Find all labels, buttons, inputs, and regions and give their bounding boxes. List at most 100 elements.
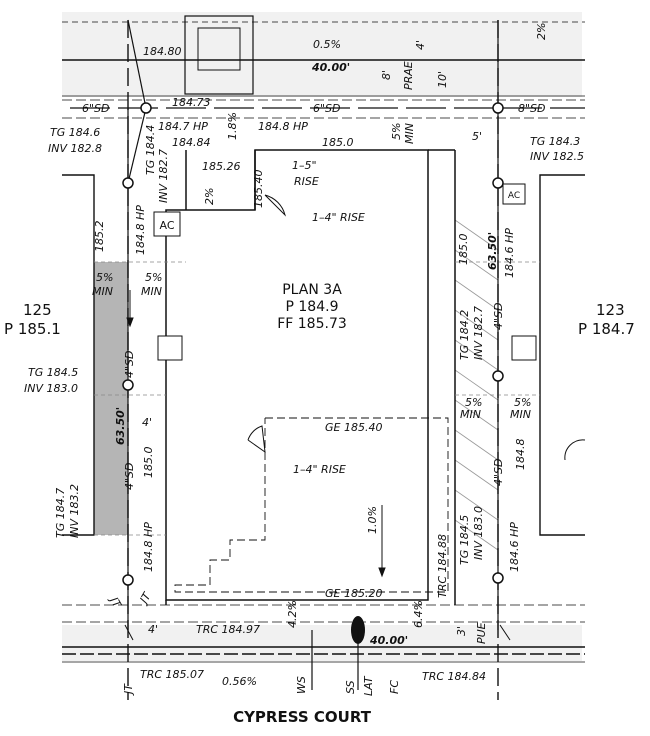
bottom-pue: PUE [475, 622, 488, 644]
right-min-a: 5% [465, 396, 482, 409]
right-inv1: INV 182.5 [530, 150, 584, 163]
left-min-a-word: MIN [92, 285, 113, 298]
swale-left-shaded [94, 262, 128, 535]
swale-right-hatch [454, 219, 499, 551]
property-lines [62, 59, 585, 655]
ac-left-label: AC [159, 219, 174, 232]
top-min-word: MIN [403, 123, 416, 144]
right-tg3: TG 184.5 [458, 515, 471, 565]
bottom-trc-185-07: TRC 185.07 [140, 668, 204, 681]
spot-184-73: 184.73 [172, 96, 211, 109]
rise-entry: 1–4" RISE [312, 211, 365, 224]
prae-label: PRAE [402, 61, 415, 90]
right-hp-184-6: 184.6 HP [503, 228, 516, 278]
slope-center: 1.0% [366, 506, 379, 534]
street-width: 40.00' [369, 634, 408, 647]
plan-finish-floor: FF 185.73 [277, 316, 347, 332]
door-swing-entry [264, 194, 286, 217]
left-pipe-4sd: 4"SD [123, 350, 136, 378]
left-hp-side: 184.8 HP [134, 205, 147, 255]
bottom-dim-3: 3' [455, 626, 468, 636]
plan-pad: P 184.9 [286, 299, 339, 315]
lot-right-pad: P 184.7 [578, 320, 635, 338]
slope-1-8: 1.8% [226, 112, 239, 140]
right-tg2: TG 184.2 [458, 310, 471, 360]
dim-5: 5' [472, 130, 482, 143]
pipe-6sd-a: 6"SD [82, 102, 110, 115]
left-jt-b: JT [136, 589, 154, 607]
dim-4-top: 4' [414, 40, 427, 50]
right-min-a-word: MIN [460, 408, 481, 421]
bottom-jt: JT [122, 683, 135, 696]
drain-inlets [122, 102, 504, 586]
lot-right-number: 123 [596, 301, 625, 319]
right-min-b-word: MIN [510, 408, 531, 421]
door-swing-right [564, 439, 586, 461]
bottom-fc: FC [388, 680, 401, 694]
door-swing-garage [247, 425, 266, 454]
rise-small: 1–5" [292, 159, 317, 172]
left-inv-side: INV 182.7 [157, 149, 170, 203]
left-tg3: TG 184.7 [54, 488, 67, 538]
slope-2: 2% [203, 188, 216, 205]
bottom-trc-184-84: TRC 184.84 [422, 670, 486, 683]
bottom-dim-4: 4' [148, 623, 158, 636]
ac-right-label: AC [508, 191, 520, 201]
dim-8: 8' [380, 70, 393, 80]
left-inv2: INV 183.0 [24, 382, 78, 395]
slope-2-right: 2% [535, 23, 548, 40]
bottom-slope-4-2: 4.2% [286, 600, 299, 628]
left-jt-a: JT [106, 593, 124, 611]
left-hp-bottom: 184.8 HP [142, 522, 155, 572]
spot-185-40: 185.40 [252, 170, 265, 209]
ac-pad-right [502, 183, 526, 205]
left-dim-63: 63.50' [114, 407, 127, 445]
right-min-b: 5% [514, 396, 531, 409]
right-inv2: INV 182.7 [472, 306, 485, 360]
plan-name: PLAN 3A [282, 282, 342, 298]
top-width: 40.00' [311, 61, 350, 74]
spot-185-0-top: 185.0 [322, 136, 354, 149]
lot-left-pad: P 185.1 [4, 320, 61, 338]
top-spot-184-80: 184.80 [143, 45, 182, 58]
top-min-5: 5% [390, 123, 403, 140]
left-inv1: INV 182.8 [48, 142, 102, 155]
pipe-6sd-b: 6"SD [313, 102, 341, 115]
catch-basin-top [184, 15, 254, 95]
right-pipe-4sd-b: 4"SD [492, 458, 505, 486]
bottom-ws: WS [295, 676, 308, 694]
bottom-ss: SS [344, 680, 357, 694]
dim-10: 10' [436, 71, 449, 88]
bottom-trc-184-97: TRC 184.97 [196, 623, 260, 636]
right-dim-63: 63.50' [486, 232, 499, 270]
right-tg1: TG 184.3 [530, 135, 580, 148]
garage-elevation-bottom: GE 185.20 [325, 587, 382, 600]
hp-184-8: 184.8 HP [258, 120, 308, 133]
flow-arrows [124, 290, 511, 641]
street-name: CYPRESS COURT [233, 708, 372, 726]
landscape-area-top [62, 12, 582, 97]
lot-left-number: 125 [23, 301, 52, 319]
spot-185-26: 185.26 [202, 160, 241, 173]
left-tg1: TG 184.6 [50, 126, 100, 139]
garage-outline [174, 417, 449, 593]
left-min-a: 5% [96, 271, 113, 284]
left-pipe-4sd-b: 4"SD [123, 462, 136, 490]
top-slope: 0.5% [313, 38, 341, 51]
left-spot-185-2: 185.2 [93, 221, 106, 253]
left-tg-side: TG 184.4 [144, 125, 157, 175]
right-spot-185-0: 185.0 [457, 234, 470, 266]
bottom-lat: LAT [362, 675, 375, 696]
right-hp-bottom: 184.6 HP [508, 522, 521, 572]
catch-basin-inner [197, 27, 241, 71]
house-footprint [165, 149, 456, 605]
rise-word: RISE [294, 175, 319, 188]
left-dim-4: 4' [142, 416, 152, 429]
pipe-8sd: 8"SD [518, 102, 546, 115]
right-spot-184-8: 184.8 [514, 439, 527, 471]
hp-184-7: 184.7 HP [158, 120, 208, 133]
street-slope: 0.56% [222, 675, 257, 688]
landscape-area-bottom [62, 625, 582, 661]
bottom-trc-184-88: TRC 184.88 [436, 534, 449, 598]
